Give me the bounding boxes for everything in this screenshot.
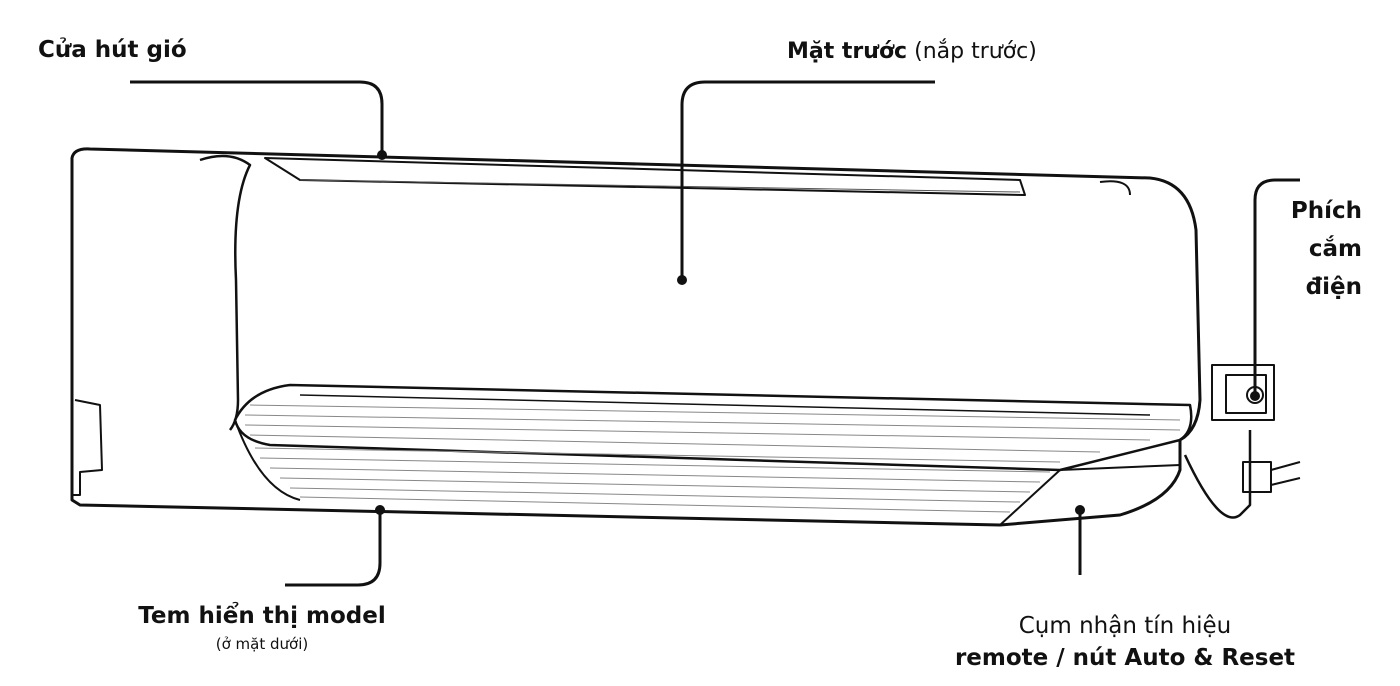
- label-plug: Phích cắm điện: [1291, 192, 1362, 306]
- label-receiver: Cụm nhận tín hiệu remote / nút Auto & Re…: [905, 613, 1345, 671]
- unit-body-outline: [70, 147, 1202, 527]
- label-receiver-line1: Cụm nhận tín hiệu: [1018, 613, 1232, 639]
- label-receiver-line2: remote / nút Auto & Reset: [954, 645, 1296, 671]
- leader-front-panel: [680, 80, 935, 278]
- label-front-panel: Mặt trước (nắp trước): [787, 39, 1037, 64]
- label-model-note: (ở mặt dưới): [215, 635, 309, 653]
- leader-plug: [1253, 178, 1300, 395]
- unit-side-cap: [199, 154, 252, 431]
- label-front-panel-title: Mặt trước: [787, 39, 908, 64]
- label-front-panel-note: (nắp trước): [914, 39, 1037, 64]
- leader-lines: [130, 80, 1300, 587]
- label-plug-line2: cắm: [1308, 236, 1362, 262]
- label-plug-line1: Phích: [1290, 198, 1362, 224]
- label-plug-line3: điện: [1305, 274, 1362, 300]
- label-model-title: Tem hiển thị model: [138, 603, 386, 629]
- plug-adapter: [1242, 461, 1272, 493]
- louver-flap: [233, 383, 1193, 472]
- leader-dots: [375, 150, 1260, 515]
- louver-stripes: [244, 404, 1181, 513]
- label-model: Tem hiển thị model (ở mặt dưới): [112, 603, 412, 653]
- wall-socket: [1211, 364, 1275, 421]
- indoor-unit: [70, 147, 1301, 527]
- leader-air-intake: [130, 80, 384, 155]
- power-cable: [1183, 430, 1252, 519]
- leader-model-label: [285, 510, 382, 587]
- air-intake-grille: [264, 157, 1026, 196]
- label-air-intake: Cửa hút gió: [38, 37, 187, 63]
